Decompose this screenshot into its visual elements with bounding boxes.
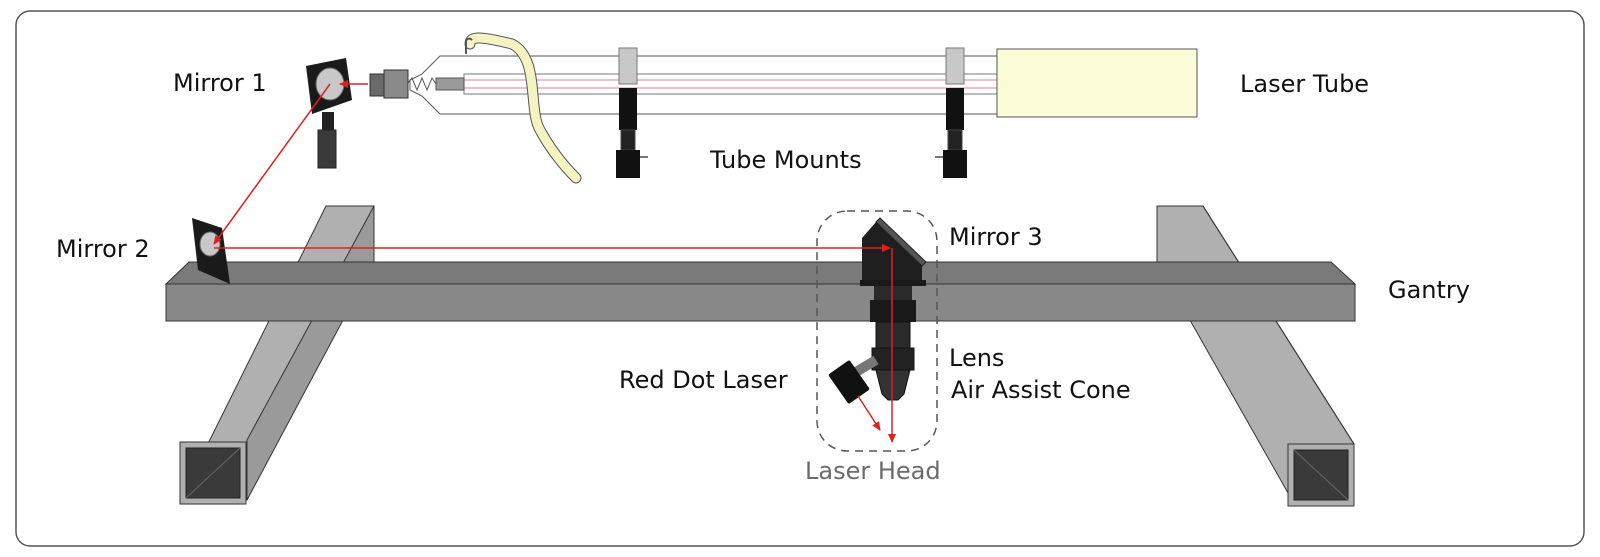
gantry-leg-right xyxy=(1156,205,1355,507)
label-laser-tube: Laser Tube xyxy=(1240,70,1369,98)
diagram-frame xyxy=(15,10,1585,547)
label-air-assist-cone: Air Assist Cone xyxy=(951,376,1131,404)
laser-beam-path xyxy=(213,80,896,443)
label-tube-mounts: Tube Mounts xyxy=(709,146,862,174)
label-red-dot-laser: Red Dot Laser xyxy=(619,366,788,394)
gantry-beam xyxy=(164,261,1357,322)
label-laser-head: Laser Head xyxy=(805,457,941,485)
laser-tube xyxy=(369,48,1198,118)
label-lens: Lens xyxy=(949,344,1004,372)
label-mirror-3: Mirror 3 xyxy=(949,223,1043,251)
label-gantry: Gantry xyxy=(1388,276,1470,304)
tube-mount-right xyxy=(935,47,967,178)
laser-tube-end-block xyxy=(996,48,1198,118)
label-mirror-2: Mirror 2 xyxy=(56,235,150,263)
label-mirror-1: Mirror 1 xyxy=(173,69,267,97)
laser-head xyxy=(816,210,938,452)
red-dot-laser xyxy=(828,360,870,404)
lens-section xyxy=(871,347,915,371)
mirror-1 xyxy=(306,58,352,169)
laser-head-outline xyxy=(816,210,938,452)
air-assist-cone xyxy=(875,369,911,401)
tube-mount-left xyxy=(616,47,648,178)
